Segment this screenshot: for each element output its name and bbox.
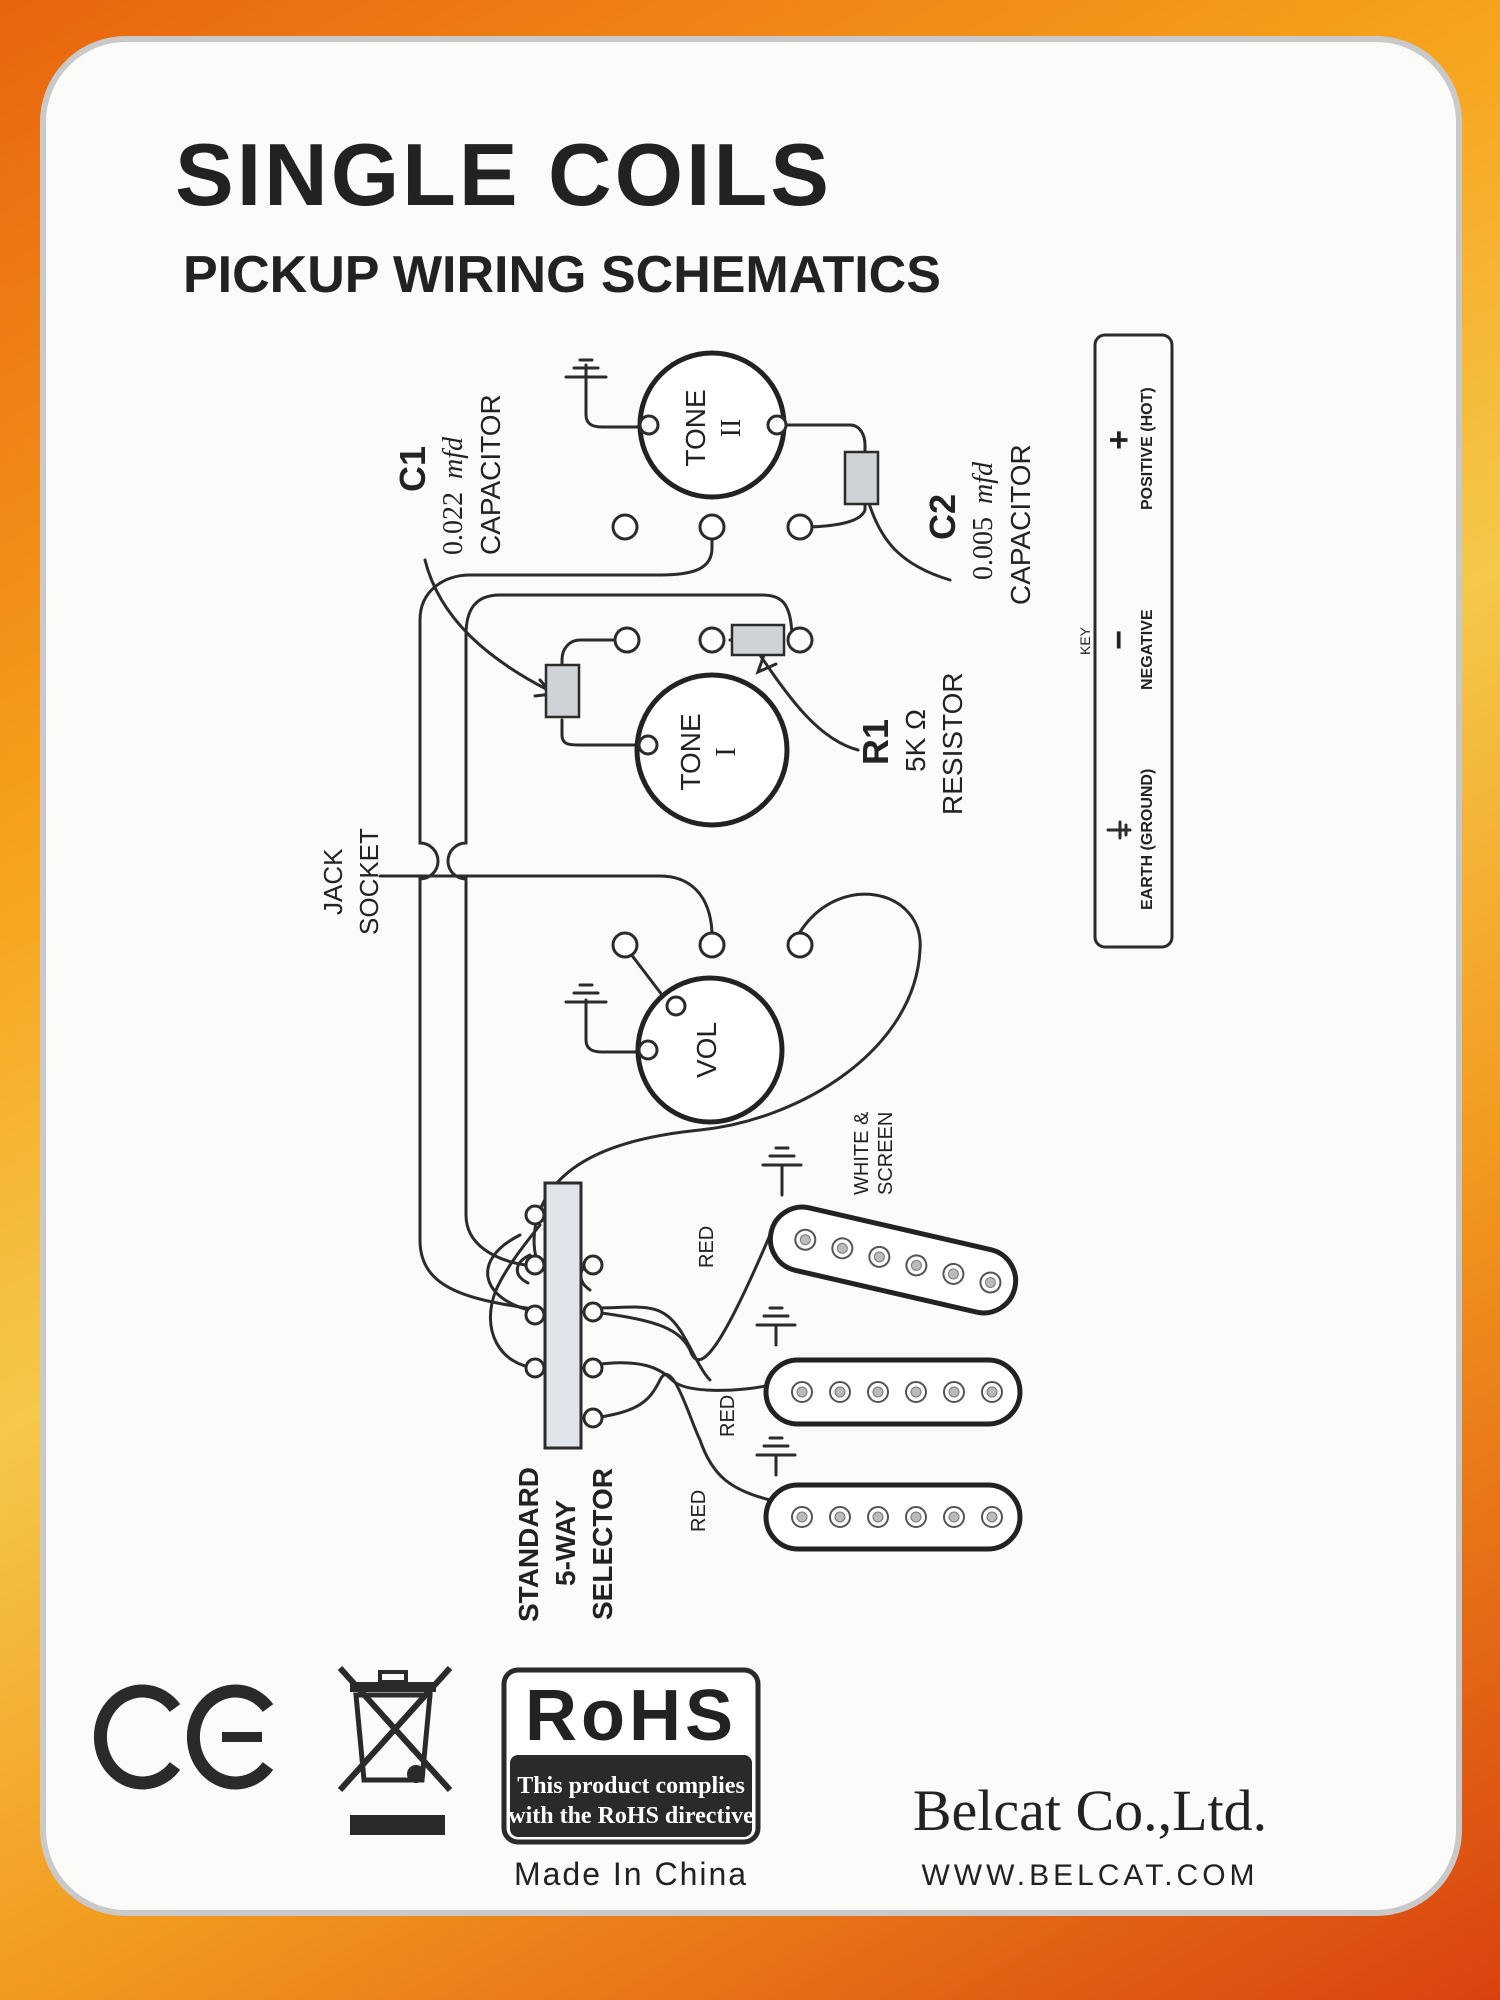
key-title: KEY: [1077, 626, 1093, 655]
tone-2-lug-3: [786, 513, 814, 541]
vol-lug-3: [786, 931, 814, 959]
c2-name: C2: [922, 494, 963, 540]
ground-symbol-tone: [564, 358, 608, 379]
c1-name: C1: [392, 446, 433, 492]
key-positive-label: POSITIVE (HOT): [1139, 387, 1156, 510]
ground-symbol-pickup-1: [761, 1146, 803, 1167]
c2-unit: mfd: [968, 461, 999, 504]
middle-pole-center-5: [948, 1386, 960, 1398]
middle-pole-center-3: [872, 1386, 884, 1398]
middle-pole-center-6: [986, 1386, 998, 1398]
tone-2-lug-1: [611, 513, 639, 541]
ground-symbol-pickup-3: [755, 1436, 797, 1457]
rohs-title: RoHS: [525, 1676, 737, 1756]
middle-pole-center-4: [910, 1386, 922, 1398]
key-negative-label: NEGATIVE: [1139, 609, 1156, 690]
neck-pole-center-6: [984, 1276, 996, 1288]
c2-label: C2 0.005 mfd CAPACITOR: [922, 444, 1036, 605]
tone-1-lug-2: [698, 626, 726, 654]
schematic-card: [40, 36, 1462, 1916]
c2-value: 0.005: [968, 517, 999, 580]
c1-label: C1 0.022 mfd CAPACITOR: [392, 394, 506, 555]
svg-text:0.005 mfd: 0.005 mfd: [968, 461, 999, 580]
jack-label-line1: JACK: [318, 848, 348, 915]
bridge-pole-center-3: [872, 1511, 884, 1523]
pickup-neck: [767, 1204, 1019, 1316]
red-label-2: RED: [717, 1395, 739, 1437]
vol-lug-1: [611, 931, 639, 959]
rohs-badge: RoHS This product complies with the RoHS…: [501, 1667, 761, 1845]
key-earth-symbol: [1106, 820, 1132, 840]
page-subtitle: PICKUP WIRING SCHEMATICS: [183, 246, 941, 304]
page-title: SINGLE COILS: [175, 125, 832, 224]
company-name: Belcat Co.,Ltd.: [913, 1778, 1267, 1843]
tone-2-lug-2: [698, 513, 726, 541]
middle-pole-center-2: [834, 1386, 846, 1398]
neck-pole-center-3: [873, 1251, 885, 1263]
vol-lug-2: [698, 931, 726, 959]
white-screen-line1: WHITE &: [851, 1111, 873, 1195]
resistor-r1: [730, 623, 786, 657]
selector-label-line1: STANDARD: [513, 1467, 544, 1622]
ground-symbol-vol: [564, 983, 608, 1004]
pickup-middle: [763, 1357, 1023, 1427]
r1-type: RESISTOR: [937, 672, 968, 815]
r1-value: 5K Ω: [900, 709, 931, 772]
capacitor-c1: [544, 663, 581, 719]
polarity-key: KEY + POSITIVE (HOT) − NEGATIVE EARTH (G…: [1077, 333, 1174, 949]
jack-label-line2: SOCKET: [354, 828, 384, 935]
pole-pieces: [791, 1381, 1003, 1528]
selector-label-line3: SELECTOR: [587, 1468, 618, 1620]
bridge-pole-center-4: [910, 1511, 922, 1523]
neck-pole-center-1: [799, 1234, 811, 1246]
neck-pole-center-5: [947, 1268, 959, 1280]
bridge-pole-center-6: [986, 1511, 998, 1523]
tone-2-number: II: [716, 419, 747, 438]
volume-pot: VOL: [635, 975, 785, 1125]
middle-pole-center-1: [796, 1386, 808, 1398]
volume-label: VOL: [691, 1022, 722, 1078]
capacitor-c2: [843, 450, 880, 506]
key-earth-label: EARTH (GROUND): [1139, 769, 1156, 910]
tone-2-label: TONE: [680, 389, 711, 466]
five-way-selector: [524, 1181, 604, 1450]
key-positive-symbol: +: [1100, 430, 1138, 450]
tone-2-pot: TONE II: [637, 350, 788, 500]
bridge-pole-center-5: [948, 1511, 960, 1523]
ground-symbol-pickup-2: [755, 1306, 797, 1327]
c1-type: CAPACITOR: [475, 394, 506, 555]
tone-1-pot: TONE I: [634, 672, 790, 828]
pickup-bridge: [763, 1482, 1023, 1552]
red-label-1: RED: [696, 1226, 718, 1268]
svg-text:0.022 mfd: 0.022 mfd: [438, 436, 469, 555]
selector-label: STANDARD 5-WAY SELECTOR: [513, 1467, 618, 1622]
r1-name: R1: [855, 719, 896, 765]
selector-label-line2: 5-WAY: [550, 1500, 581, 1586]
white-screen-line2: SCREEN: [875, 1112, 897, 1195]
neck-pole-center-2: [836, 1242, 848, 1254]
tone-1-lug-3: [786, 626, 814, 654]
bridge-pole-center-2: [834, 1511, 846, 1523]
r1-label: R1 5K Ω RESISTOR: [855, 672, 968, 815]
weee-bin-icon: [337, 1665, 453, 1835]
tone-1-label: TONE: [675, 713, 706, 790]
rohs-line2: with the RoHS directive: [508, 1803, 754, 1829]
key-negative-symbol: −: [1100, 630, 1138, 650]
rohs-line1: This product complies: [517, 1773, 745, 1799]
c1-value: 0.022: [438, 492, 469, 555]
bridge-pole-center-1: [796, 1511, 808, 1523]
c2-type: CAPACITOR: [1005, 444, 1036, 605]
ce-mark: [93, 1684, 274, 1790]
company-website: WWW.BELCAT.COM: [921, 1859, 1258, 1892]
pickup-wire-labels: WHITE & SCREEN RED RED RED: [688, 1111, 897, 1532]
jack-socket-label: JACK SOCKET: [318, 828, 384, 935]
red-label-3: RED: [688, 1490, 710, 1532]
made-in-china: Made In China: [514, 1856, 748, 1892]
c1-unit: mfd: [438, 436, 469, 479]
tone-1-lug-1: [613, 626, 641, 654]
neck-pole-center-4: [910, 1259, 922, 1271]
tone-1-number: I: [711, 747, 742, 756]
